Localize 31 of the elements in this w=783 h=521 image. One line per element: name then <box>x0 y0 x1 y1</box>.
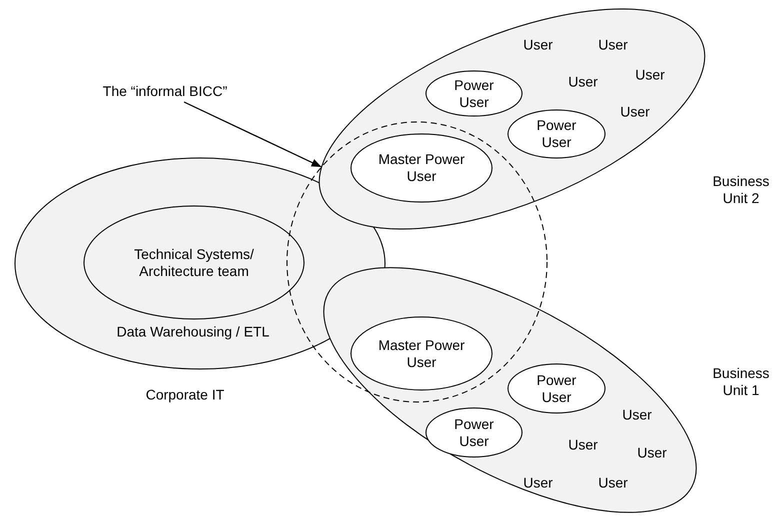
callout-text: The “informal BICC” <box>70 80 260 102</box>
team-ellipse <box>83 205 305 320</box>
corporate-it-label: Corporate IT <box>144 386 226 404</box>
business-unit-ellipse <box>322 270 698 510</box>
user-label: User <box>567 436 599 454</box>
master-power-user-label: Master Power User <box>377 336 466 370</box>
user-label: User <box>621 406 653 424</box>
user-label: User <box>597 36 629 54</box>
power-user-label: Power User <box>536 372 578 406</box>
master-power-user-ellipse <box>350 133 493 203</box>
user-label: User <box>567 74 599 90</box>
user-label: User <box>522 474 554 492</box>
business-unit-label: Business Unit 1 <box>712 365 770 399</box>
user-label: User <box>619 104 651 120</box>
user-label: User <box>597 474 629 492</box>
power-user-ellipse <box>425 70 523 117</box>
department-label: Data Warehousing / ETL <box>116 324 270 340</box>
business-unit-label: Business Unit 2 <box>712 173 770 207</box>
power-user-ellipse <box>425 407 523 458</box>
master-power-user-ellipse <box>350 316 493 391</box>
power-user-label: Power User <box>536 117 578 151</box>
power-user-label: Power User <box>453 76 495 110</box>
power-user-ellipse <box>507 363 606 414</box>
master-power-user-label: Master Power User <box>377 151 466 185</box>
leader-line <box>184 101 322 168</box>
power-user-ellipse <box>507 109 606 159</box>
user-label: User <box>636 444 668 462</box>
user-label: User <box>522 36 554 54</box>
power-user-label: Power User <box>453 416 495 450</box>
user-label: User <box>634 66 666 84</box>
team-label: Technical Systems/ Architecture team <box>133 246 255 280</box>
